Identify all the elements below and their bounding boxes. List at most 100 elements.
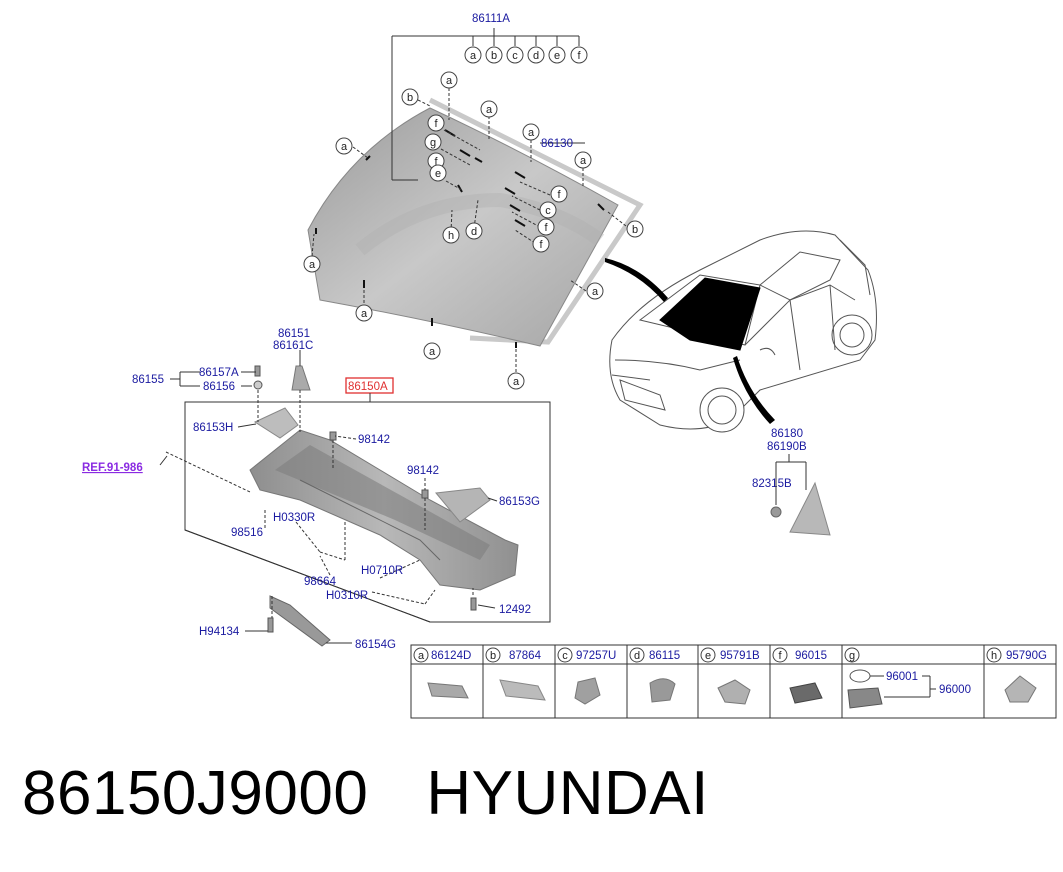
- svg-text:f: f: [544, 222, 548, 234]
- svg-text:a: a: [470, 50, 477, 62]
- callout-a: a: [440, 71, 458, 89]
- svg-text:a: a: [309, 259, 316, 271]
- svg-text:d: d: [471, 226, 477, 238]
- part-86124d: [427, 682, 469, 699]
- label-98142-lower: 98142: [407, 465, 439, 477]
- svg-text:d: d: [634, 650, 640, 662]
- svg-text:b: b: [491, 50, 497, 62]
- label-86153g: 86153G: [499, 496, 540, 508]
- windshield-molding: [428, 97, 644, 345]
- svg-text:a: a: [580, 155, 587, 167]
- svg-text:c: c: [545, 205, 551, 217]
- callout-b: b: [401, 88, 419, 106]
- svg-text:f: f: [434, 118, 438, 130]
- callout-f: f: [570, 46, 588, 64]
- svg-text:e: e: [705, 650, 711, 662]
- callout-f: f: [427, 114, 445, 132]
- callout-f: f: [537, 218, 555, 236]
- legend-part: 86124D: [431, 650, 471, 662]
- vehicle-illustration: [609, 230, 877, 433]
- callout-a: a: [423, 342, 441, 360]
- windshield-group: 86111A 86130: [307, 13, 644, 372]
- label-98664: 98664: [304, 576, 337, 588]
- svg-text:h: h: [448, 230, 454, 242]
- parts-diagram: 86111A 86130 a b c d e f a b a f a g a f…: [82, 13, 1057, 719]
- part-86115: [649, 678, 676, 703]
- label-86161c: 86161C: [273, 340, 313, 352]
- legend-table: a 86124D b 87864 c 97257U d 86115 e 9579…: [410, 644, 1057, 719]
- trim-86180: [789, 481, 831, 536]
- part-97257u: [574, 677, 601, 705]
- label-86180: 86180: [771, 428, 803, 440]
- svg-text:b: b: [490, 650, 496, 662]
- legend-cell-g: g 96001 96000: [844, 647, 971, 709]
- ref-label[interactable]: REF.91-986: [82, 462, 143, 474]
- label-86151: 86151: [278, 328, 310, 340]
- cowl-assembly: 86150A: [82, 328, 551, 651]
- part-86153h: [253, 407, 299, 439]
- windshield-pointer: [605, 258, 668, 302]
- svg-text:h: h: [991, 650, 997, 662]
- callout-h: h: [442, 226, 460, 244]
- svg-text:f: f: [434, 156, 438, 168]
- label-86157a: 86157A: [199, 367, 239, 379]
- svg-text:b: b: [407, 92, 413, 104]
- svg-text:c: c: [512, 50, 518, 62]
- part-87864: [499, 679, 546, 701]
- svg-text:b: b: [632, 224, 638, 236]
- svg-text:f: f: [539, 239, 543, 251]
- label-98516: 98516: [231, 527, 263, 539]
- callout-f: f: [532, 235, 550, 253]
- callout-circles: a b c d e f a b a f a g a f a e f c f b …: [303, 46, 644, 390]
- callout-a: a: [480, 100, 498, 118]
- legend-cell-d: d 86115: [629, 647, 680, 703]
- label-86190b: 86190B: [767, 441, 807, 453]
- callout-e: e: [548, 46, 566, 64]
- label-82315b: 82315B: [752, 478, 792, 490]
- label-h0710r: H0710R: [361, 565, 403, 577]
- callout-f: f: [550, 185, 568, 203]
- svg-text:a: a: [486, 104, 493, 116]
- part-96015: [789, 682, 823, 704]
- callout-d: d: [527, 46, 545, 64]
- cowl-pointer: [733, 356, 775, 424]
- label-12492: 12492: [499, 604, 531, 616]
- label-86155: 86155: [132, 374, 164, 386]
- label-86130: 86130: [541, 138, 573, 150]
- svg-text:g: g: [849, 650, 855, 662]
- legend-part: 87864: [509, 650, 542, 662]
- svg-text:a: a: [341, 141, 348, 153]
- label-h94134: H94134: [199, 626, 240, 638]
- label-86154g: 86154G: [355, 639, 396, 651]
- callout-a: a: [586, 282, 604, 300]
- callout-d: d: [465, 222, 483, 240]
- part-number: 86150J9000: [22, 759, 369, 828]
- svg-text:a: a: [513, 376, 520, 388]
- svg-text:a: a: [446, 75, 453, 87]
- callout-c: c: [539, 201, 557, 219]
- legend-part: 86115: [649, 650, 680, 662]
- windshield-glass: [307, 107, 619, 347]
- legend-cell-h: h 95790G: [986, 647, 1047, 703]
- legend-cell-f: f 96015: [772, 647, 827, 704]
- legend-part: 95791B: [720, 650, 760, 662]
- svg-text:f: f: [557, 189, 561, 201]
- svg-text:e: e: [435, 168, 441, 180]
- legend-cell-a: a 86124D: [413, 647, 471, 699]
- label-86156: 86156: [203, 381, 235, 393]
- svg-text:a: a: [418, 650, 425, 662]
- legend-part: 95790G: [1006, 650, 1047, 662]
- svg-text:f: f: [577, 50, 581, 62]
- part-95790g: [1004, 675, 1037, 703]
- label-h0310r: H0310R: [326, 590, 368, 602]
- clip-82315b: [770, 506, 782, 518]
- svg-text:c: c: [562, 650, 568, 662]
- callout-a: a: [303, 255, 321, 273]
- callout-a: a: [522, 123, 540, 141]
- callout-c: c: [506, 46, 524, 64]
- svg-text:d: d: [533, 50, 539, 62]
- label-86150a: 86150A: [348, 381, 388, 393]
- callout-a: a: [355, 304, 373, 322]
- legend-part: 96015: [795, 650, 827, 662]
